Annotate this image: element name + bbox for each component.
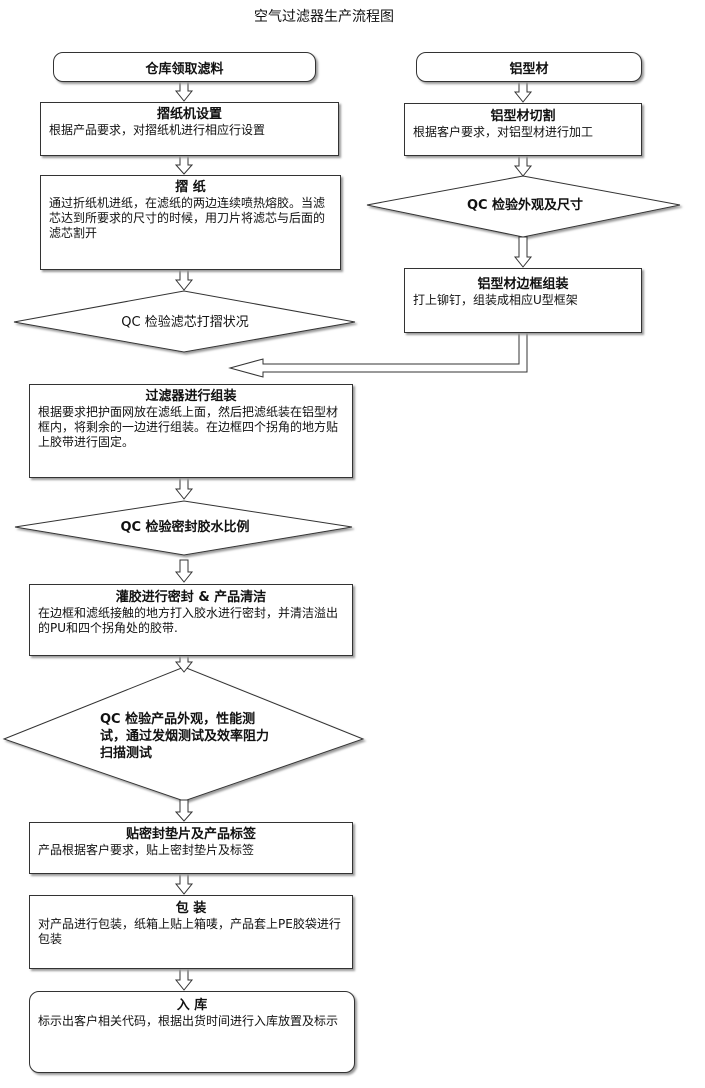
pack-title: 包 装: [175, 901, 207, 916]
store-desc: 标示出客户相关代码，根据出货时间进行入库放置及标示: [38, 1014, 339, 1028]
pleat-node: 摺 纸 通过折纸机进纸，在滤纸的两边连续喷热熔胶。当滤芯达到所要求的尺寸的时候，…: [40, 175, 341, 270]
frame-node: 铝型材边框组装 打上铆钉，组装成相应U型框架: [404, 268, 642, 333]
qc-product-diamond: [2, 666, 365, 802]
pleat-desc: 通过折纸机进纸，在滤纸的两边连续喷热熔胶。当滤芯达到所要求的尺寸的时候，用刀片将…: [49, 196, 326, 240]
cut-desc: 根据客户要求，对铝型材进行加工: [413, 125, 594, 139]
qc-pleat-label: QC 检验滤芯打摺状况: [121, 314, 249, 330]
start-warehouse-label: 仓库领取滤料: [145, 61, 224, 77]
qc-cut-label: QC 检验外观及尺寸: [466, 197, 584, 213]
glue-desc: 在边框和滤纸接触的地方打入胶水进行密封，并清洁溢出的PU和四个拐角处的胶带.: [38, 606, 339, 635]
arrow-left-6: [174, 654, 194, 673]
assembly-node: 过滤器进行组装 根据要求把护面网放在滤纸上面，然后把滤纸装在铝型材框内，将剩余的…: [29, 384, 353, 478]
arrow-left-2: [174, 154, 194, 175]
qc-glue-diamond: [14, 500, 353, 556]
start-aluminum-label: 铝型材: [509, 61, 549, 77]
assembly-title: 过滤器进行组装: [145, 389, 237, 404]
frame-title: 铝型材边框组装: [477, 277, 569, 292]
arrow-left-5: [174, 559, 194, 583]
arrow-left-1: [174, 80, 194, 102]
cut-title: 铝型材切割: [490, 109, 556, 124]
frame-desc: 打上铆钉，组装成相应U型框架: [413, 293, 578, 307]
pleat-setup-desc: 根据产品要求，对摺纸机进行相应行设置: [49, 123, 266, 137]
assembly-desc: 根据要求把护面网放在滤纸上面，然后把滤纸装在铝型材框内，将剩余的一边进行组装。在…: [38, 405, 339, 449]
qc-product-label: QC 检验产品外观，性能测试，通过发烟测试及效率阻力扫描测试: [100, 711, 270, 761]
pack-node: 包 装 对产品进行包装，纸箱上贴上箱唛，产品套上PE胶袋进行包装: [29, 895, 353, 969]
pack-desc: 对产品进行包装，纸箱上贴上箱唛，产品套上PE胶袋进行包装: [38, 917, 341, 946]
store-node: 入 库 标示出客户相关代码，根据出货时间进行入库放置及标示: [29, 991, 355, 1073]
arrow-left-8: [174, 872, 194, 895]
arrow-left-4: [174, 476, 194, 500]
arrow-right-2: [513, 154, 533, 177]
glue-node: 灌胶进行密封 & 产品清洁 在边框和滤纸接触的地方打入胶水进行密封，并清洁溢出的…: [29, 584, 353, 656]
merge-arrow: [228, 331, 528, 378]
arrow-left-7: [174, 799, 194, 822]
cut-node: 铝型材切割 根据客户要求，对铝型材进行加工: [404, 103, 642, 156]
qc-pleat-diamond: [13, 290, 356, 353]
arrow-right-1: [513, 81, 533, 103]
qc-glue-label: QC 检验密封胶水比例: [120, 519, 250, 535]
qc-cut-diamond: [366, 175, 681, 238]
pleat-title: 摺 纸: [175, 180, 206, 195]
start-warehouse-node: 仓库领取滤料: [53, 52, 316, 82]
pleat-setup-node: 摺纸机设置 根据产品要求，对摺纸机进行相应行设置: [40, 102, 339, 156]
label-node: 贴密封垫片及产品标签 产品根据客户要求，贴上密封垫片及标签: [29, 822, 353, 874]
store-title: 入 库: [176, 998, 208, 1013]
arrow-left-9: [174, 967, 194, 991]
glue-title: 灌胶进行密封 & 产品清洁: [115, 590, 267, 605]
start-aluminum-node: 铝型材: [416, 52, 642, 82]
label-title: 贴密封垫片及产品标签: [125, 827, 256, 842]
page-title: 空气过滤器生产流程图: [254, 9, 394, 25]
pleat-setup-title: 摺纸机设置: [156, 107, 222, 122]
arrow-left-3: [174, 268, 194, 291]
label-desc: 产品根据客户要求，贴上密封垫片及标签: [38, 843, 255, 857]
arrow-right-3: [513, 236, 533, 268]
